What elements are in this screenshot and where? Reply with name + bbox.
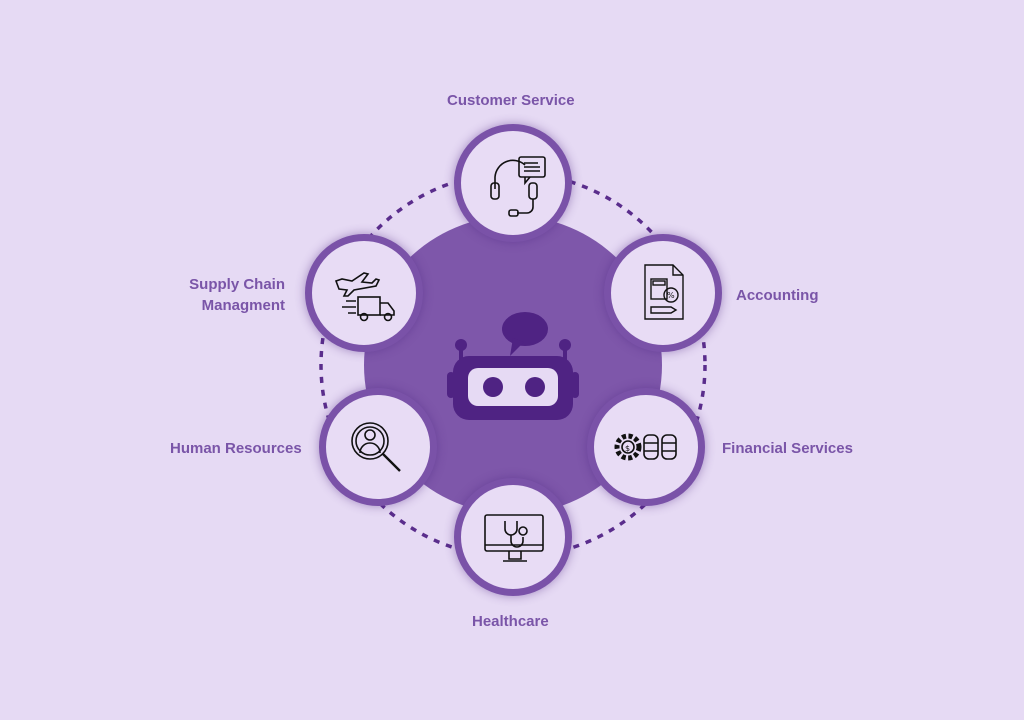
label-financial-services: Financial Services <box>722 440 853 457</box>
plane-truck-icon <box>334 272 395 322</box>
monitor-stethoscope-icon <box>484 514 544 562</box>
chatbot-robot-icon <box>447 312 579 420</box>
magnifier-person-icon <box>351 422 401 472</box>
label-customer-service: Customer Service <box>447 92 575 109</box>
svg-text:%: % <box>667 291 675 300</box>
label-line-2: Managment <box>201 297 285 314</box>
node-healthcare <box>454 478 572 596</box>
node-supply-chain <box>305 234 423 352</box>
node-accounting: % <box>604 234 722 352</box>
gear-coins-icon: $ <box>614 433 677 461</box>
label-supply-chain: Supply Chain Managment <box>187 274 285 316</box>
headset-chat-icon <box>490 156 546 217</box>
label-healthcare: Healthcare <box>472 613 549 630</box>
node-human-resources <box>319 388 437 506</box>
label-accounting: Accounting <box>736 287 819 304</box>
label-human-resources: Human Resources <box>170 440 302 457</box>
calculator-document-icon: % <box>644 264 684 320</box>
node-customer-service <box>454 124 572 242</box>
svg-text:$: $ <box>625 444 630 453</box>
label-line-1: Supply Chain <box>189 276 285 293</box>
node-financial-services: $ <box>587 388 705 506</box>
